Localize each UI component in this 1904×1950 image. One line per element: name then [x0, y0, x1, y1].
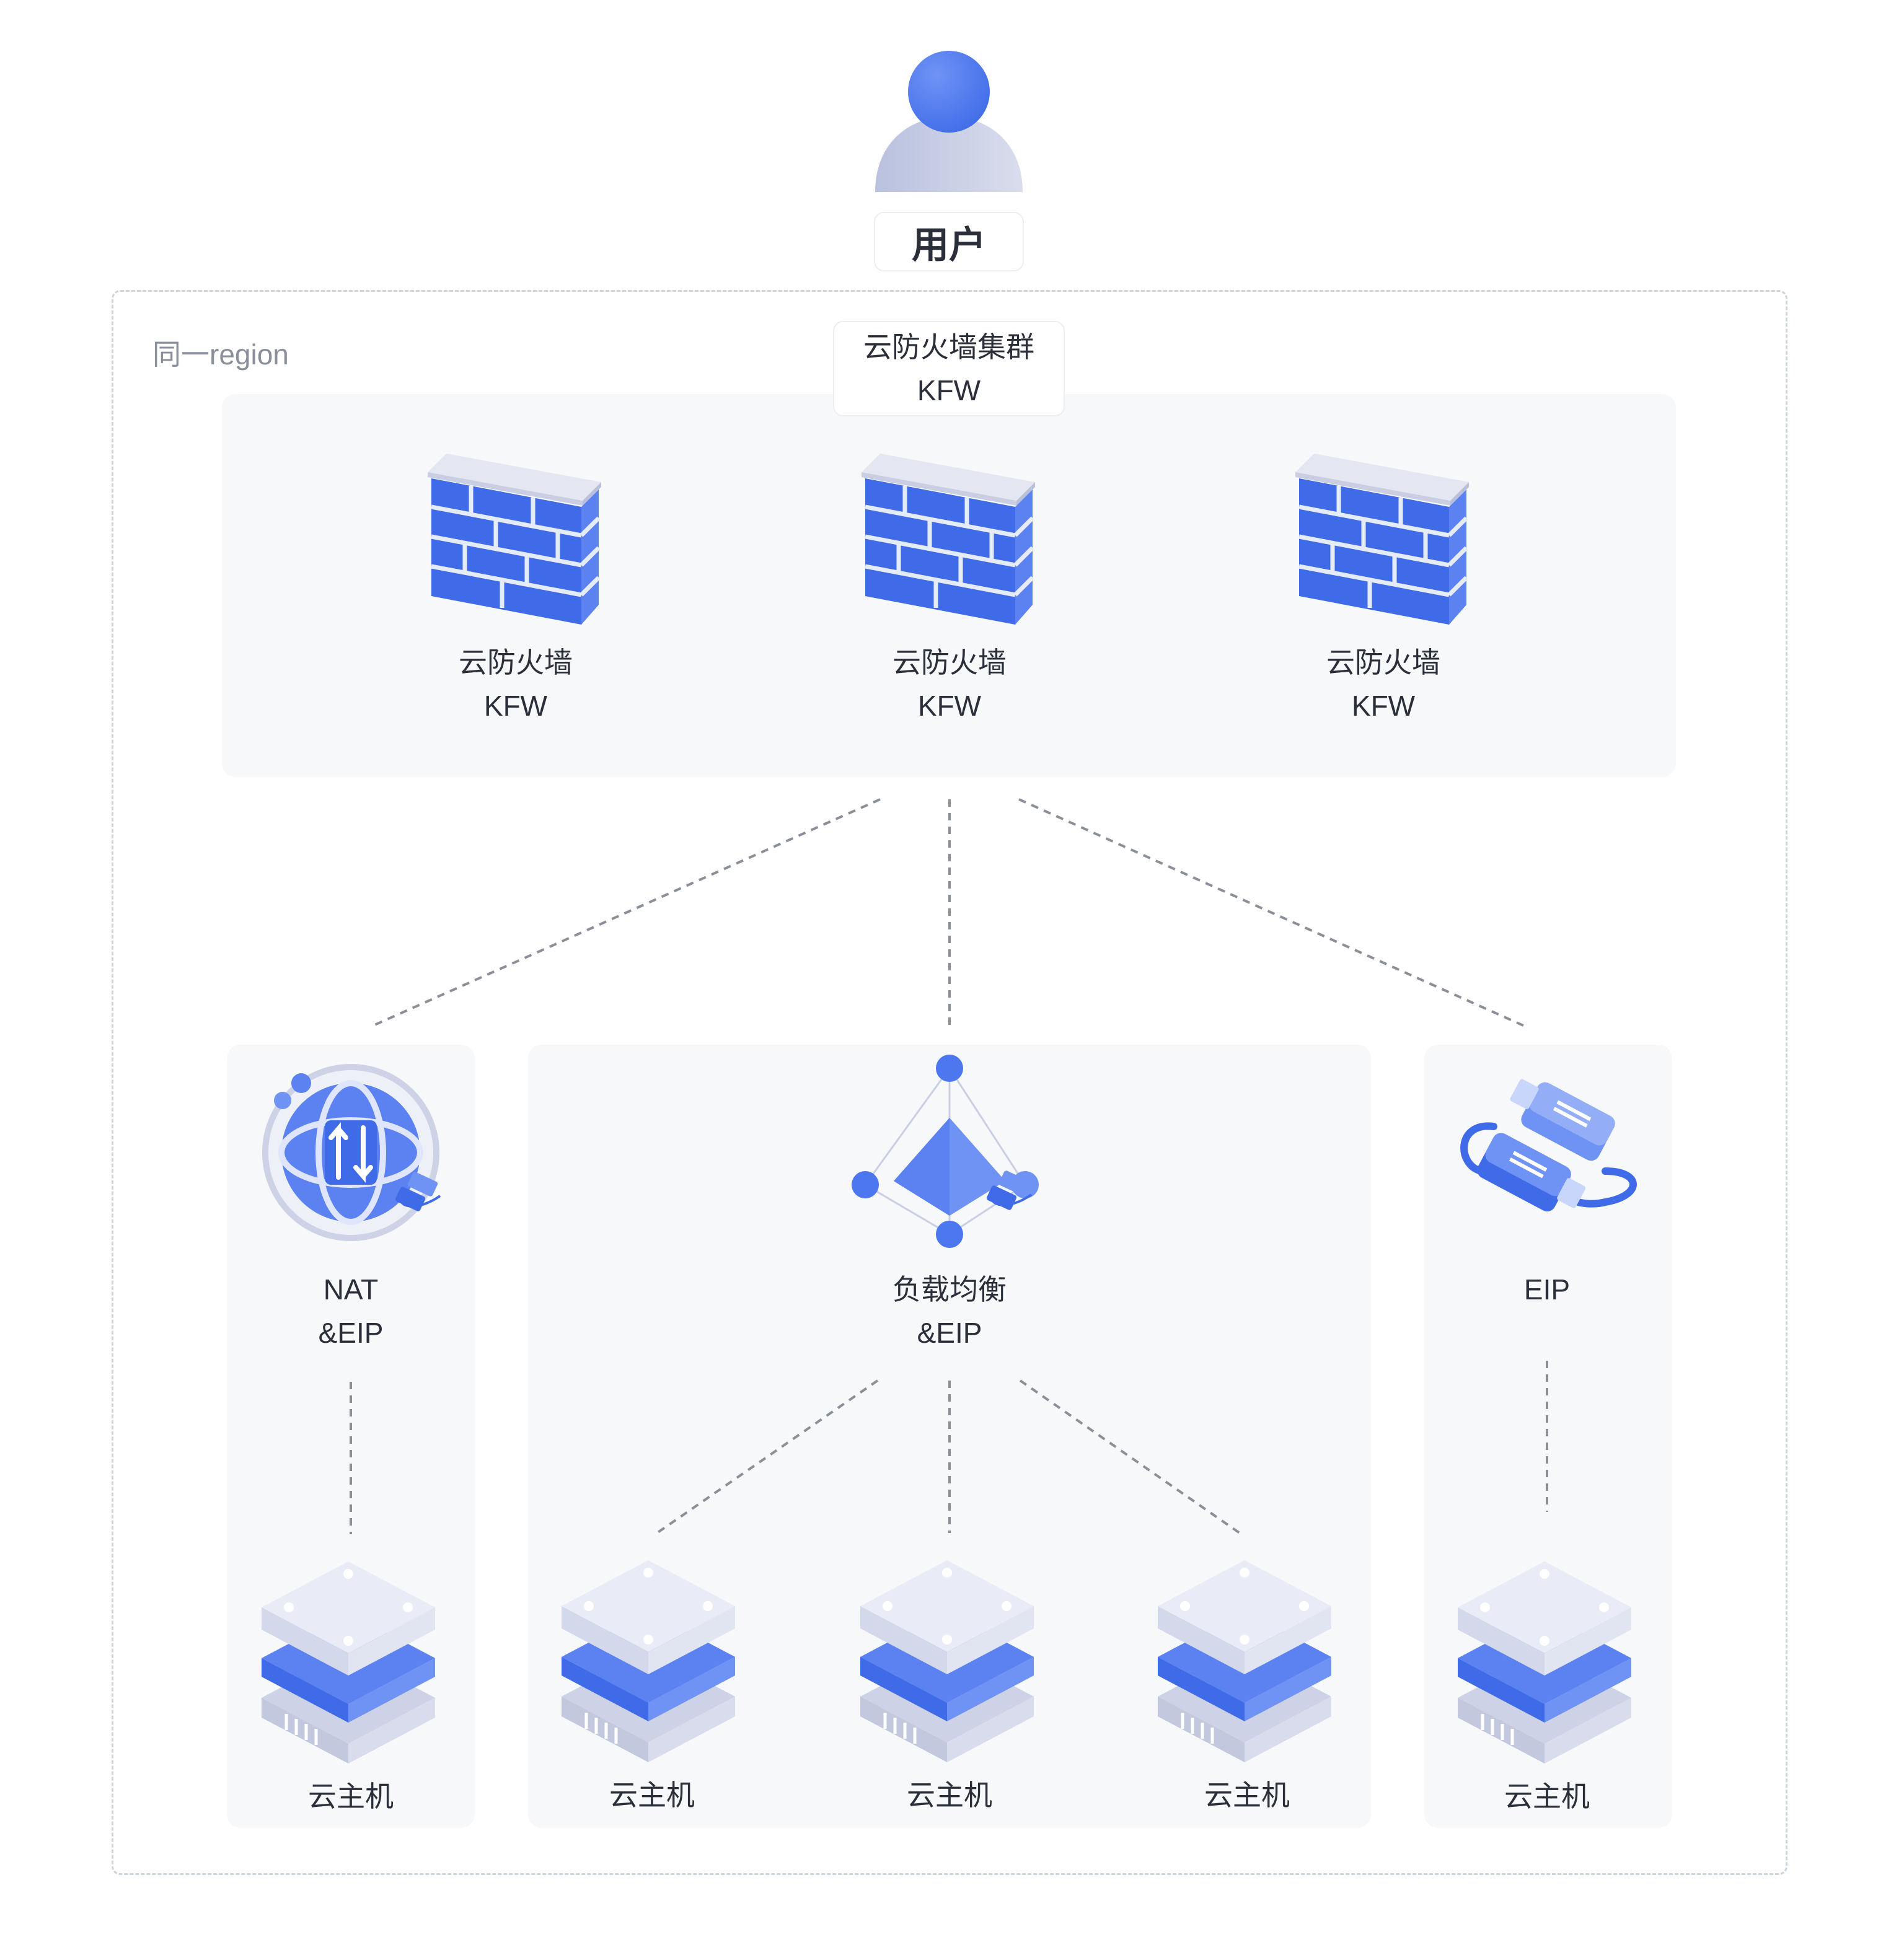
host-label: 云主机: [609, 1779, 695, 1811]
firewall-label: 云防火墙 KFW: [892, 641, 1007, 727]
firewall-label: 云防火墙 KFW: [459, 641, 573, 727]
firewall-label: 云防火墙 KFW: [1326, 641, 1440, 727]
server-icon: [1458, 1561, 1637, 1766]
nat-label-line2: &EIP: [318, 1317, 384, 1349]
firewall-label-line2: KFW: [917, 690, 982, 722]
host-label: 云主机: [907, 1779, 992, 1811]
cluster-label: 云防火墙集群 KFW: [833, 321, 1065, 416]
user-icon: [875, 51, 1023, 192]
connector-kfw-nat: [371, 798, 881, 1027]
connector-lb-host1: [656, 1379, 879, 1534]
firewall-label-line2: KFW: [483, 690, 548, 722]
lb-label: 负载均衡 &EIP: [892, 1268, 1007, 1355]
connector-lb-host3: [1019, 1379, 1241, 1534]
host-label: 云主机: [1204, 1779, 1290, 1811]
region-label: 同一region: [152, 338, 289, 371]
eip-cable-icon: [1460, 1079, 1637, 1212]
cluster-label-line2: KFW: [917, 374, 981, 406]
nat-label: NAT &EIP: [319, 1268, 384, 1355]
cluster-label-line1: 云防火墙集群: [863, 331, 1034, 363]
host-label: 云主机: [1504, 1780, 1590, 1812]
load-balancer-icon: [852, 1055, 1039, 1248]
nat-globe-icon: [262, 1064, 441, 1241]
server-icon: [562, 1560, 741, 1765]
lb-label-line2: &EIP: [917, 1317, 982, 1349]
firewall-label-line1: 云防火墙: [1326, 646, 1440, 679]
host-label: 云主机: [308, 1780, 394, 1812]
eip-label: EIP: [1524, 1268, 1570, 1311]
server-icon: [1158, 1560, 1338, 1765]
firewall-label-line1: 云防火墙: [459, 646, 573, 679]
user-label: 用户: [874, 212, 1024, 271]
lb-label-line1: 负载均衡: [892, 1273, 1007, 1306]
nat-label-line1: NAT: [323, 1273, 379, 1306]
firewall-label-line1: 云防火墙: [892, 646, 1007, 679]
region-frame: [112, 290, 1787, 1875]
server-icon: [262, 1561, 441, 1766]
firewall-icon: [862, 454, 1041, 633]
firewall-label-line2: KFW: [1351, 690, 1416, 722]
firewall-icon: [428, 454, 607, 633]
eip-label-line1: EIP: [1523, 1273, 1571, 1306]
server-icon: [860, 1560, 1040, 1765]
connector-kfw-eip: [1018, 798, 1525, 1027]
firewall-icon: [1295, 454, 1475, 633]
